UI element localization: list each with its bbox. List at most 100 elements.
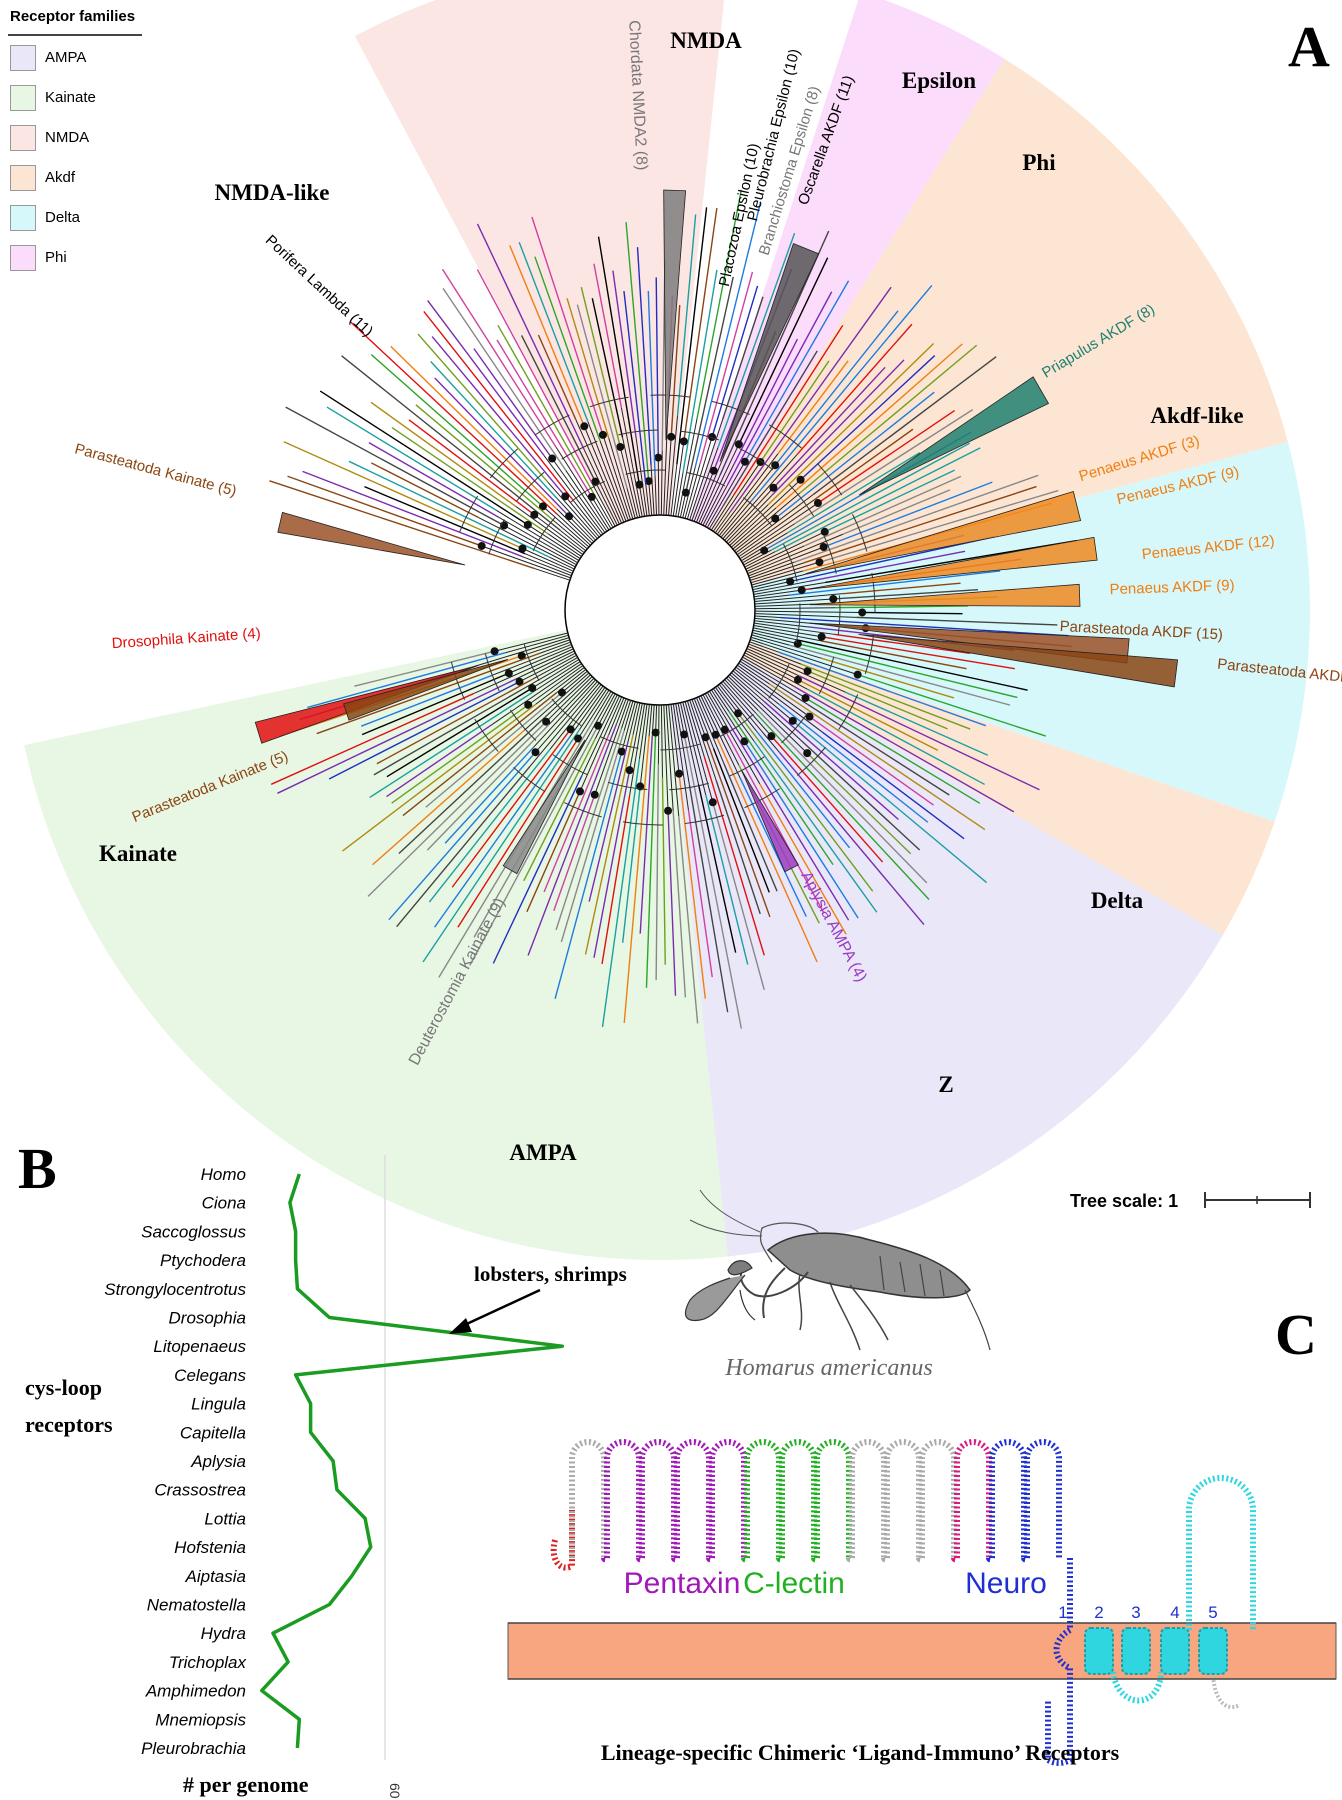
panel-b-annotation-arrow bbox=[449, 1288, 541, 1334]
tree-branch bbox=[821, 657, 955, 699]
legend-swatch bbox=[10, 165, 36, 191]
receptor-family-legend: Receptor families AMPA Kainate NMDA Akdf… bbox=[0, 0, 142, 275]
tree-stem bbox=[695, 440, 731, 523]
loop-connector bbox=[986, 1556, 995, 1563]
tree-branch bbox=[696, 189, 742, 420]
loop-connector bbox=[776, 1556, 785, 1563]
tree-stem bbox=[575, 419, 623, 524]
tree-branch bbox=[723, 763, 778, 892]
ectodomain-loop bbox=[884, 1439, 922, 1558]
tree-stem bbox=[739, 660, 808, 705]
tree-stem bbox=[533, 679, 597, 748]
tree-branch bbox=[842, 489, 951, 535]
tree-branch bbox=[566, 298, 610, 439]
tree-stem bbox=[524, 553, 573, 574]
bootstrap-node bbox=[523, 520, 532, 529]
bootstrap-node bbox=[490, 647, 499, 656]
collapsed-clade-triangle bbox=[808, 536, 1098, 590]
legend-item-ampa: AMPA bbox=[10, 45, 140, 71]
tree-branch bbox=[434, 377, 570, 517]
panel-b-axis-tick: 60 bbox=[387, 1783, 403, 1799]
tree-stem bbox=[648, 481, 653, 516]
intracellular-loop bbox=[1110, 1671, 1164, 1704]
tree-branch bbox=[361, 672, 510, 736]
tree-stem bbox=[655, 704, 658, 733]
tree-stem bbox=[714, 511, 731, 534]
tree-stem bbox=[754, 622, 835, 635]
bootstrap-node bbox=[575, 787, 584, 796]
tm1-segment bbox=[1045, 1558, 1073, 1766]
bootstrap-node bbox=[701, 733, 710, 742]
tree-stem bbox=[542, 506, 590, 548]
loop-connector bbox=[811, 1556, 820, 1563]
tree-branch bbox=[269, 480, 535, 570]
tree-branch bbox=[647, 290, 656, 476]
family-sectors bbox=[24, 0, 1310, 1260]
species-label: Aplysia bbox=[190, 1452, 246, 1471]
family-label-akdf-like: Akdf-like bbox=[1150, 403, 1243, 428]
species-label: Aiptasia bbox=[185, 1567, 246, 1586]
tree-stem bbox=[638, 484, 646, 517]
tree-branch bbox=[370, 354, 544, 507]
loop-connector bbox=[916, 1556, 925, 1563]
tree-branch bbox=[431, 336, 566, 497]
bootstrap-node bbox=[829, 594, 838, 603]
sector-akdf bbox=[710, 58, 1288, 586]
tree-branch bbox=[376, 678, 533, 765]
tree-branch bbox=[373, 689, 522, 776]
tree-stem bbox=[594, 699, 629, 795]
tree-branch bbox=[770, 442, 970, 551]
tree-branch bbox=[786, 452, 921, 534]
tree-branch bbox=[469, 725, 599, 966]
tree-root-ring bbox=[564, 514, 756, 706]
species-label: Pleurobrachia bbox=[141, 1739, 246, 1758]
legend-label: Akdf bbox=[45, 169, 76, 186]
species-label: Ptychodera bbox=[160, 1251, 246, 1270]
loop-connector bbox=[636, 1556, 645, 1563]
tree-branch bbox=[704, 737, 771, 918]
tree-stem bbox=[621, 436, 641, 518]
tree-branch bbox=[775, 343, 963, 509]
tree-branch bbox=[721, 296, 764, 420]
tree-stem bbox=[750, 562, 805, 581]
tree-stem bbox=[720, 501, 752, 538]
collapsed-clade-triangle bbox=[277, 511, 466, 566]
domain-label-clectin: C-lectin bbox=[743, 1567, 845, 1600]
sector-epsilon bbox=[669, 0, 859, 520]
bootstrap-node bbox=[561, 492, 570, 501]
tree-stem bbox=[635, 438, 648, 516]
family-label-phi: Phi bbox=[1022, 150, 1056, 175]
tree-branch bbox=[728, 710, 834, 866]
tree-branch bbox=[348, 460, 551, 558]
tree-branch bbox=[601, 758, 641, 1028]
tree-branch bbox=[285, 406, 505, 527]
tm-helix bbox=[1121, 1627, 1151, 1675]
tree-stem bbox=[700, 444, 740, 525]
tree-branch bbox=[427, 300, 545, 456]
ectodomain-loop bbox=[604, 1439, 642, 1558]
tree-branch bbox=[805, 697, 981, 804]
tree-stem bbox=[722, 680, 772, 737]
tree-stem bbox=[648, 704, 653, 737]
tree-branch bbox=[719, 230, 830, 476]
panel-b-x-label: # per genome bbox=[183, 1772, 309, 1797]
tree-branch bbox=[496, 339, 593, 498]
tree-stem bbox=[702, 463, 735, 526]
sector-nmda bbox=[354, 0, 725, 527]
tree-branch bbox=[688, 784, 729, 1013]
bootstrap-node bbox=[769, 483, 778, 492]
tree-branch bbox=[763, 701, 899, 821]
tree-stem bbox=[540, 641, 571, 654]
tree-branch bbox=[417, 333, 549, 483]
tree-stem bbox=[747, 645, 808, 672]
tree-branch bbox=[423, 311, 575, 502]
species-label: Celegans bbox=[174, 1366, 246, 1385]
tree-branch bbox=[428, 748, 551, 903]
tree-stem bbox=[531, 659, 580, 689]
tree-branch bbox=[612, 270, 637, 439]
tree-stem bbox=[744, 551, 776, 568]
bootstrap-node bbox=[720, 725, 729, 734]
loop-connector bbox=[951, 1556, 960, 1563]
tree-stem bbox=[727, 675, 808, 754]
tree-branch bbox=[316, 652, 541, 735]
